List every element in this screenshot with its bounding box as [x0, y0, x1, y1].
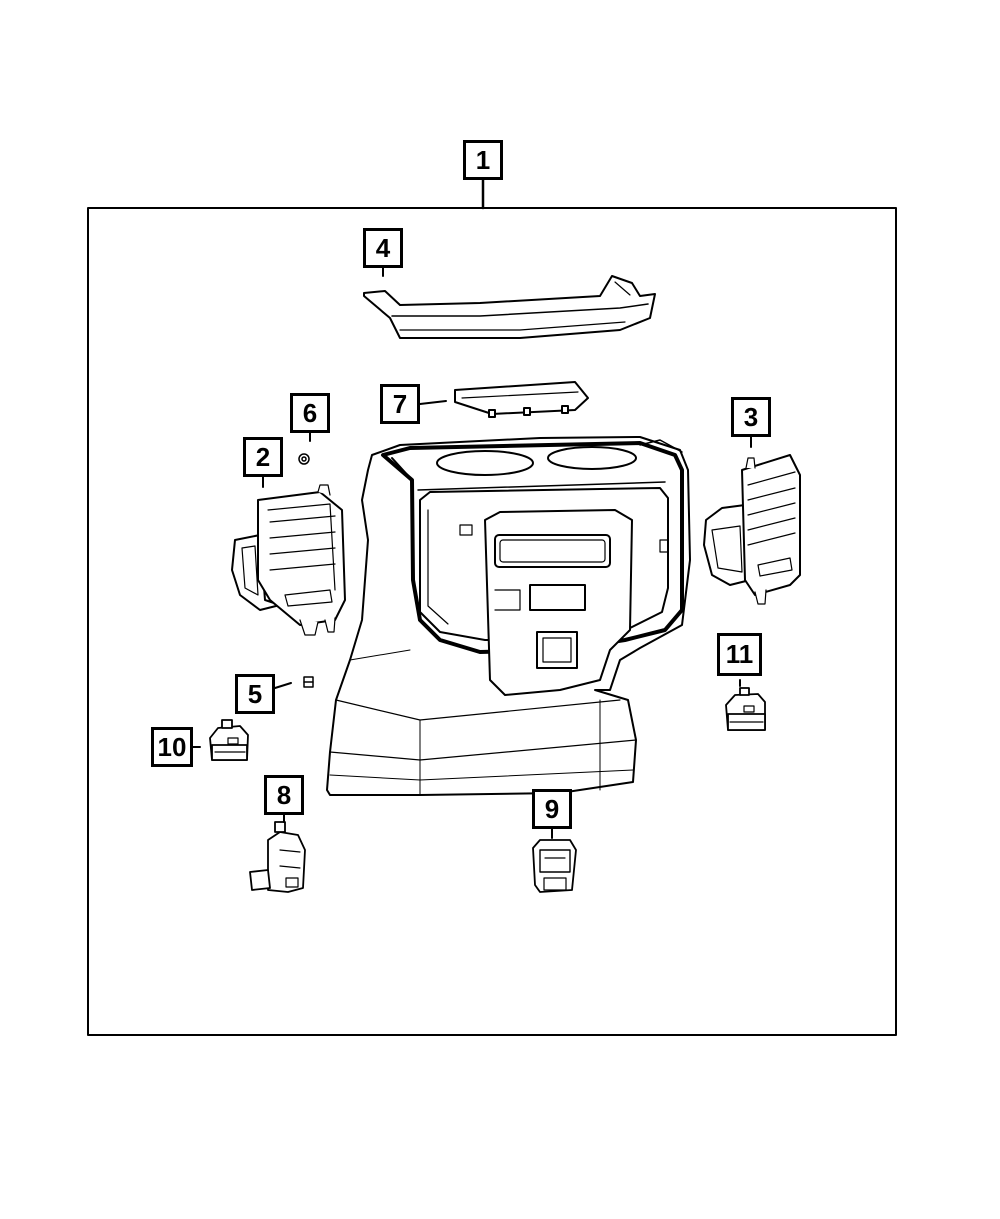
callout-6: 6 — [290, 393, 330, 433]
callout-1: 1 — [463, 140, 503, 180]
assembly-frame — [87, 207, 897, 1036]
part-4-top-bezel — [363, 275, 656, 339]
leader-5 — [274, 682, 292, 689]
part-7-top-panel — [454, 381, 589, 418]
callout-10: 10 — [151, 727, 193, 767]
callout-8: 8 — [264, 775, 304, 815]
part-6-clip — [298, 453, 310, 465]
leader-7 — [419, 400, 447, 405]
part-9-switch — [532, 839, 577, 893]
callout-11: 11 — [717, 633, 762, 676]
callout-4: 4 — [363, 228, 403, 268]
callout-9: 9 — [532, 789, 572, 829]
part-8-connector — [249, 821, 306, 893]
callout-3: 3 — [731, 397, 771, 437]
callout-2: 2 — [243, 437, 283, 477]
part-5-nut — [303, 676, 314, 688]
part-2-left-vent — [231, 484, 346, 636]
part-11-switch — [725, 687, 766, 731]
callout-7: 7 — [380, 384, 420, 424]
part-3-right-vent — [703, 454, 801, 605]
callout-5: 5 — [235, 674, 275, 714]
console-body — [326, 436, 691, 796]
part-10-switch — [209, 719, 249, 761]
